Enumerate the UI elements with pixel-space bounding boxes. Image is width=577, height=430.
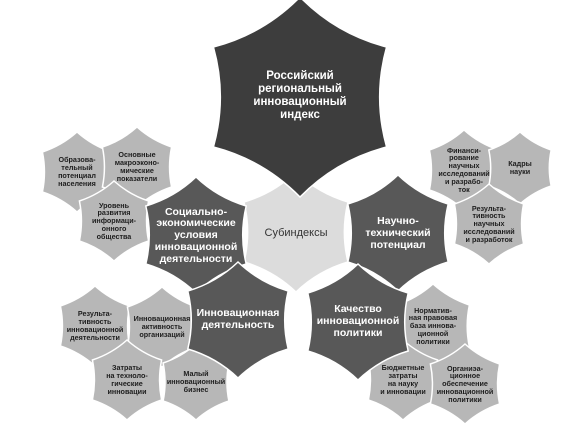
subindex-policy-label: Качество инновационной политики [316, 303, 400, 339]
subindex-social-label: Социально- экономические условия инновац… [154, 205, 238, 265]
subindex-scitech-label: Научно- технический потенциал [365, 215, 431, 251]
factor-label: Результа- тивность научных исследований … [463, 203, 515, 244]
title-hex [212, 0, 388, 199]
factor-label: Бюджетные затраты на науку и инновации [380, 363, 426, 396]
factor-hex [453, 182, 525, 266]
factor-label: Образова- тельный потенциал населения [58, 155, 96, 188]
subindex-hex [306, 262, 410, 382]
center-label: Субиндексы [264, 227, 328, 240]
center-hex [243, 170, 349, 294]
subindex-innovation-label: Инновационная деятельность [196, 307, 280, 331]
title-label: Российский региональный инновационный ин… [253, 69, 347, 122]
subindex-hex [186, 260, 290, 380]
factor-label: Затраты на техноло- гические инновации [106, 363, 148, 396]
factor-hex [429, 342, 501, 426]
factor-label: Инновационная активность организаций [133, 314, 191, 339]
factor-label: Финанси- рование научных исследований и … [438, 145, 490, 194]
factor-label: Органиэа- ционное обеспечение инновацион… [436, 363, 494, 404]
factor-label: Уровень развития информаци- онного общес… [91, 200, 137, 241]
factor-label: Кадры науки [508, 159, 532, 176]
factor-hex [91, 338, 163, 422]
factor-label: Норматив- ная правовая база иннова- цион… [408, 305, 458, 346]
factor-label: Основные макроэконо- мические показатели [114, 150, 160, 183]
factor-hex [78, 179, 150, 263]
factor-label: Малый инновационный бизнес [166, 369, 226, 394]
factor-label: Результа- тивность инновационной деятель… [66, 309, 124, 342]
